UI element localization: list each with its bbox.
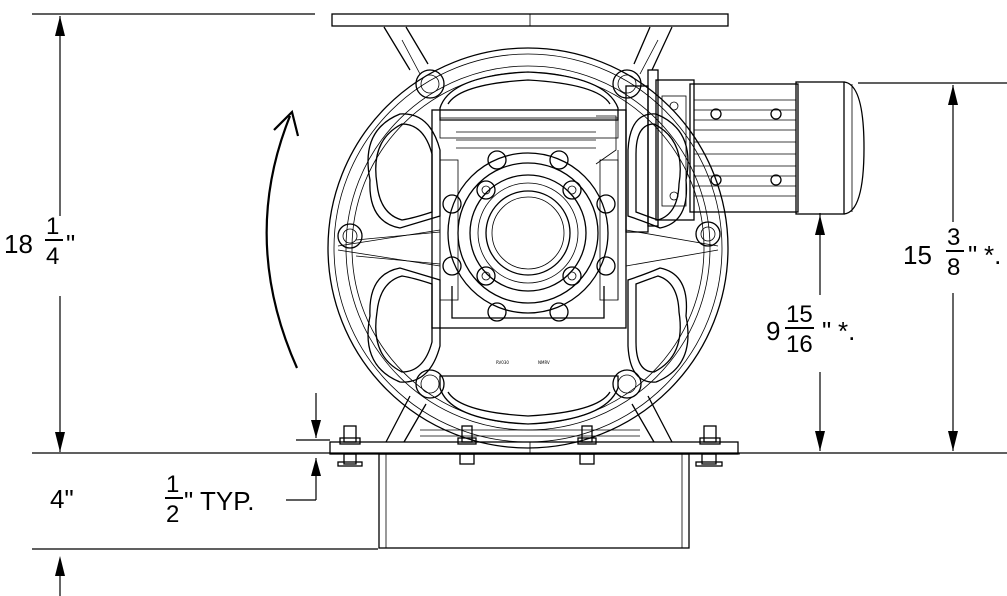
plate-mark-2: NMRV xyxy=(538,360,550,365)
shaft-height-suffix: *. xyxy=(838,316,855,346)
label-overall-height: 18 1 4 " xyxy=(4,213,75,270)
overall-height-den: 4 xyxy=(46,243,59,270)
rotation-arrow xyxy=(265,109,300,369)
label-shaft-height: 9 15 16 " *. xyxy=(766,301,855,358)
shaft-height-num: 15 xyxy=(786,301,813,328)
label-motor-height: 15 3 8 " *. xyxy=(903,224,1001,281)
plate-mark-1: RV030 xyxy=(496,360,509,365)
bolt-offset-num: 1 xyxy=(166,471,179,498)
bolt-offset-text: " TYP. xyxy=(184,486,254,516)
bolt-offset-den: 2 xyxy=(166,501,179,528)
motor-height-suffix: *. xyxy=(984,240,1001,270)
outlet-flange xyxy=(378,453,690,549)
shaft-height-unit: " xyxy=(822,316,831,346)
overall-height-whole: 18 xyxy=(4,229,33,259)
shaft-height-den: 16 xyxy=(786,331,813,358)
overall-height-unit: " xyxy=(66,229,75,259)
gearbox: RV030 NMRV xyxy=(431,109,627,365)
overall-height-num: 1 xyxy=(46,213,59,240)
motor-height-den: 8 xyxy=(947,254,960,281)
motor-height-num: 3 xyxy=(947,224,960,251)
motor xyxy=(625,69,865,233)
label-bolt-offset: 1 2 " TYP. xyxy=(165,471,254,528)
motor-height-whole: 15 xyxy=(903,240,932,270)
motor-height-unit: " xyxy=(968,240,977,270)
label-flange-depth: 4" xyxy=(50,484,74,514)
housing-bolts xyxy=(337,69,721,399)
valve-body xyxy=(327,13,739,455)
shaft-height-whole: 9 xyxy=(766,316,780,346)
base-bolts xyxy=(336,425,740,467)
dimension-lines xyxy=(32,13,1007,596)
